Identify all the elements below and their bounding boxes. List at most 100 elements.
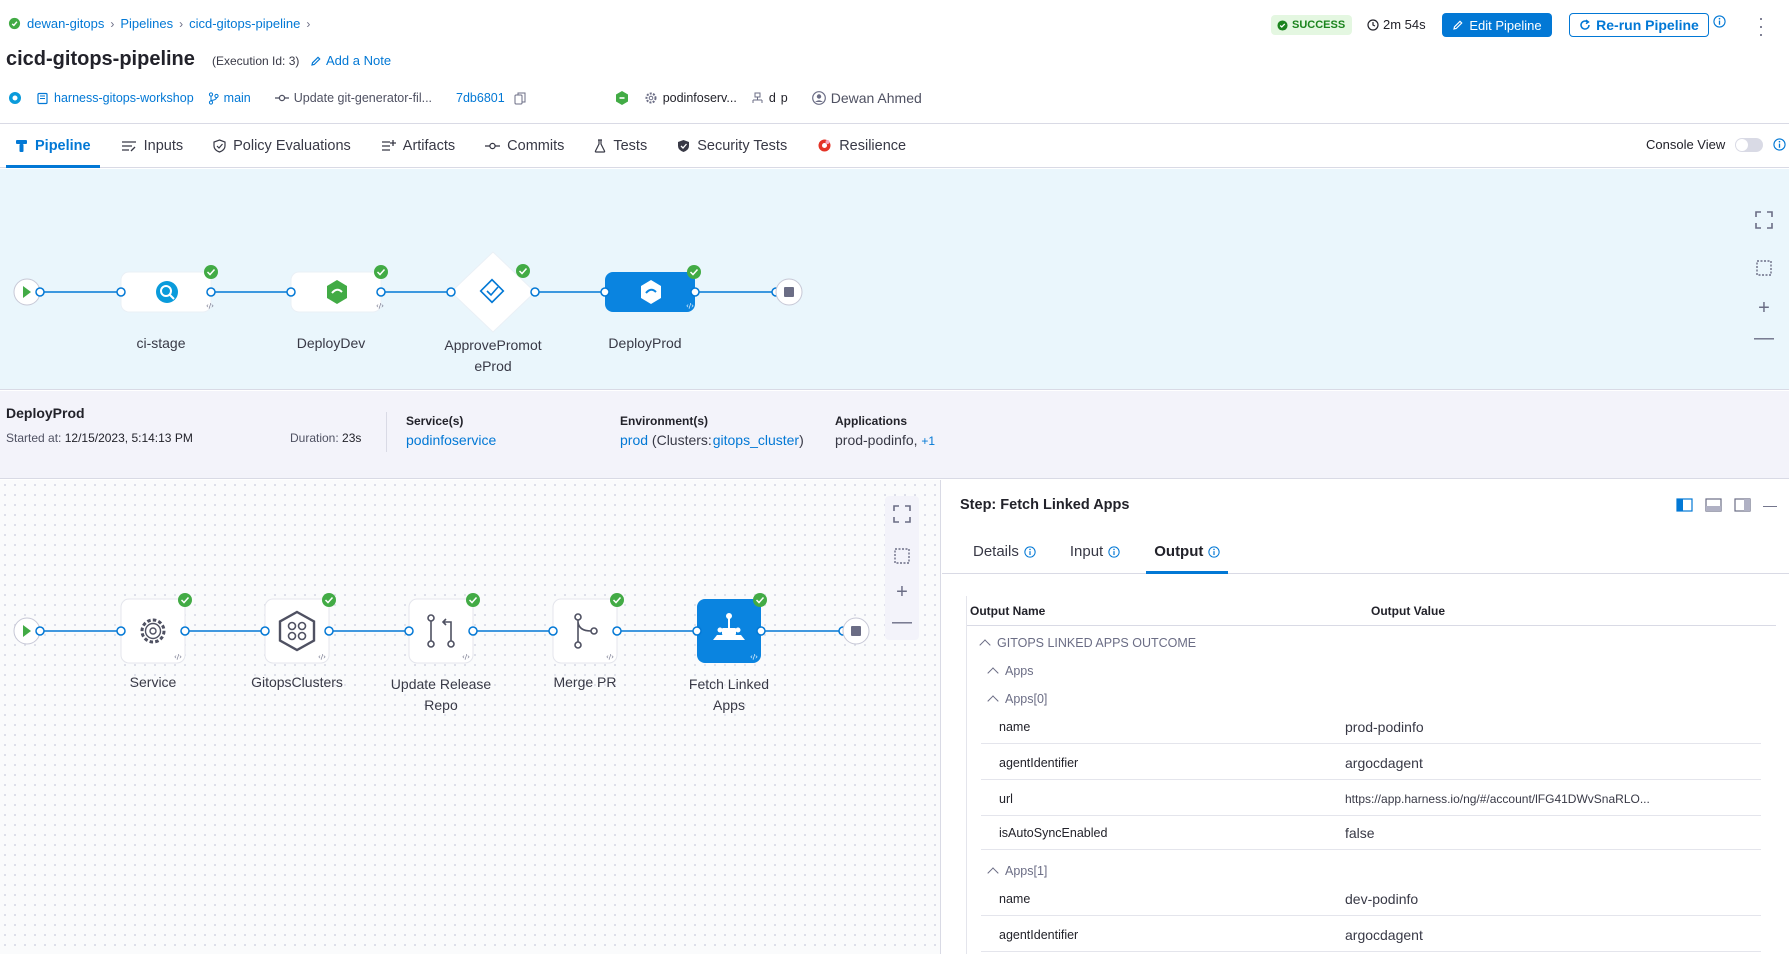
edit-pipeline-button[interactable]: Edit Pipeline — [1442, 13, 1552, 37]
port — [286, 287, 296, 297]
breadcrumb-pipeline[interactable]: cicd-gitops-pipeline — [189, 16, 301, 31]
port — [206, 287, 216, 297]
zoom-out-icon[interactable]: — — [892, 610, 912, 633]
output-key: agentIdentifier — [999, 927, 1079, 942]
environment-link[interactable]: prod — [620, 432, 649, 448]
app-0-group-toggle[interactable]: Apps[0] — [987, 692, 1048, 707]
svg-text:‹/›: ‹/› — [318, 653, 326, 661]
success-check-icon — [687, 265, 701, 279]
pipeline-icon — [16, 139, 27, 152]
outcome-group-toggle[interactable]: GITOPS LINKED APPS OUTCOME — [979, 636, 1196, 651]
output-url-link[interactable]: https://app.harness.io/ng/#/account/lFG4… — [1345, 791, 1650, 806]
tab-tests[interactable]: Tests — [585, 124, 656, 167]
step-graph: ‹/› ‹/› ‹/› — [13, 593, 870, 664]
toggle-switch[interactable] — [1735, 137, 1764, 152]
tab-label: Inputs — [143, 137, 184, 154]
console-view-toggle[interactable]: Console View — [1646, 137, 1786, 152]
step-node-fetch-linked-apps[interactable]: ‹/› — [697, 599, 761, 663]
minimize-icon[interactable]: — — [1763, 497, 1777, 513]
tab-security-tests[interactable]: Security Tests — [668, 124, 796, 167]
app-0-label: Apps[0] — [1005, 692, 1048, 706]
info-icon[interactable] — [1713, 15, 1726, 28]
tab-details[interactable]: Details — [965, 530, 1044, 573]
commit-sha[interactable]: 7db6801 — [456, 91, 526, 105]
port — [612, 626, 622, 636]
port — [756, 626, 766, 636]
duration-label: Duration: — [290, 431, 339, 445]
info-icon — [1208, 545, 1221, 558]
port — [690, 287, 700, 297]
stage-node-deploydev[interactable]: ‹/› — [290, 271, 384, 313]
repo-link[interactable]: harness-gitops-workshop — [36, 91, 194, 105]
stage-node-ci-stage[interactable]: ‹/› — [120, 271, 214, 313]
fit-to-screen-icon[interactable] — [1747, 251, 1781, 285]
tab-policy-evaluations[interactable]: Policy Evaluations — [204, 124, 360, 167]
stage-label-line: eProd — [474, 358, 512, 374]
application-name: prod-podinfo, — [835, 432, 918, 448]
app-1-group-toggle[interactable]: Apps[1] — [987, 864, 1047, 879]
zoom-in-icon[interactable]: + — [896, 580, 908, 603]
zoom-out-icon[interactable]: — — [1754, 326, 1774, 349]
tab-pipeline[interactable]: Pipeline — [6, 124, 100, 168]
output-key: name — [999, 891, 1031, 906]
breadcrumb-project[interactable]: dewan-gitops — [27, 16, 105, 31]
column-header-name: Output Name — [970, 603, 1046, 618]
applications-value: prod-podinfo, +1 — [835, 432, 935, 448]
commit-message: Update git-generator-fil... — [274, 91, 432, 105]
step-label-line: Apps — [713, 697, 745, 713]
copy-icon[interactable] — [514, 92, 526, 105]
tab-label: Input — [1069, 543, 1104, 560]
split-bottom-icon[interactable] — [1705, 498, 1722, 512]
applications-more-link[interactable]: +1 — [921, 434, 936, 448]
repo-name: harness-gitops-workshop — [54, 91, 194, 105]
webhook-icon — [9, 92, 21, 104]
branch-link[interactable]: main — [208, 91, 251, 105]
services-summary: Service(s) podinfoservice — [406, 414, 496, 448]
check-circle-icon — [1277, 19, 1288, 31]
zoom-in-icon[interactable]: + — [1758, 296, 1770, 319]
execution-id: (Execution Id: 3) — [212, 54, 300, 68]
tab-artifacts[interactable]: Artifacts — [372, 124, 464, 167]
step-node-merge-pr[interactable]: ‹/› — [552, 598, 618, 664]
info-icon[interactable] — [1773, 138, 1786, 151]
stage-node-approvepromoteprod[interactable] — [450, 251, 536, 333]
step-node-service[interactable]: ‹/› — [120, 598, 186, 664]
tab-commits[interactable]: Commits — [476, 124, 573, 167]
step-label: GitopsClusters — [251, 674, 343, 690]
service-link[interactable]: podinfoservice — [406, 432, 497, 448]
duration-text: 2m 54s — [1383, 17, 1426, 32]
port — [180, 626, 190, 636]
add-note-button[interactable]: Add a Note — [310, 53, 391, 68]
svg-text:‹/›: ‹/› — [606, 653, 614, 661]
output-row: agentIdentifier argocdagent — [981, 746, 1761, 780]
more-options-icon[interactable]: ··· — [1758, 8, 1764, 44]
float-panel-icon[interactable] — [1734, 498, 1751, 512]
tab-inputs[interactable]: Inputs — [112, 124, 193, 167]
cluster-link[interactable]: gitops_cluster — [712, 432, 800, 448]
commit-icon — [274, 94, 289, 102]
split-right-icon[interactable] — [1676, 498, 1693, 512]
fit-to-screen-icon[interactable] — [885, 539, 919, 573]
tab-resilience[interactable]: Resilience — [808, 124, 915, 167]
breadcrumb-pipelines[interactable]: Pipelines — [120, 16, 174, 31]
tab-label: Artifacts — [402, 137, 456, 154]
tab-label: Security Tests — [697, 137, 788, 154]
fullscreen-icon[interactable] — [885, 497, 919, 531]
chevron-up-icon — [979, 639, 991, 651]
execution-duration: 2m 54s — [1367, 17, 1426, 32]
step-node-update-release-repo[interactable]: ‹/› — [408, 598, 474, 664]
tab-output[interactable]: Output — [1146, 530, 1229, 574]
step-label-line: Fetch Linked — [688, 676, 770, 692]
project-icon — [8, 17, 21, 30]
rerun-pipeline-button[interactable]: Re-run Pipeline — [1569, 13, 1709, 37]
apps-group-toggle[interactable]: Apps — [987, 664, 1034, 679]
environments-label: Environment(s) — [620, 414, 709, 428]
step-node-gitopsclusters[interactable]: ‹/› — [264, 598, 330, 664]
pipeline-start-node — [13, 278, 41, 306]
user-chip: Dewan Ahmed — [811, 90, 922, 106]
tab-input[interactable]: Input — [1062, 530, 1128, 573]
fullscreen-icon[interactable] — [1747, 203, 1781, 237]
stage-node-deployprod[interactable]: ‹/› — [605, 272, 695, 312]
add-note-label: Add a Note — [326, 53, 392, 68]
success-check-icon — [178, 593, 192, 607]
